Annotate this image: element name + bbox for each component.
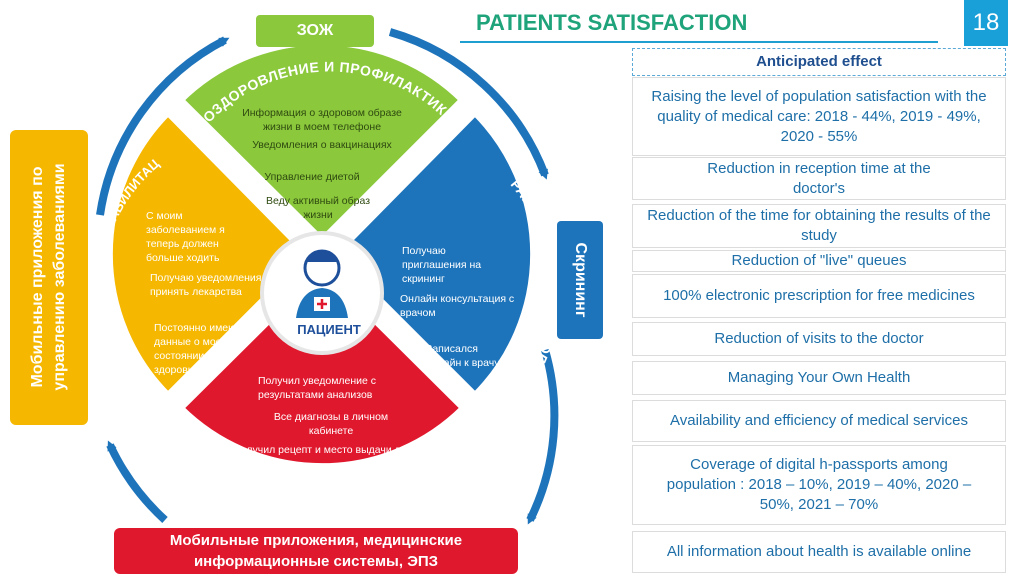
blue-item-2: Онлайн консультация с врачом <box>400 293 515 319</box>
zozh-box: ЗОЖ <box>256 15 374 47</box>
effect-item-8: Availability and efficiency of medical s… <box>632 400 1006 442</box>
effect-item-5: 100% electronic prescription for free me… <box>632 274 1006 318</box>
screening-label: Скрининг <box>572 242 589 318</box>
title-underline <box>460 41 938 43</box>
red-item-1: Получил уведомление с результатами анали… <box>258 375 377 401</box>
quadrant-red <box>176 263 468 470</box>
green-item-4: Веду активный образ жизни <box>265 195 371 221</box>
effect-item-4: Reduction of "live" queues <box>632 250 1006 272</box>
yellow-item-1: С моим заболеванием я теперь должен боль… <box>146 210 225 264</box>
yellow-item-2: Получаю уведомления принять лекарства <box>150 272 262 298</box>
effect-item-1: Raising the level of population satisfac… <box>632 77 1006 156</box>
left-apps-label: Мобильные приложения по управлению забол… <box>29 163 68 391</box>
blue-item-1: Получаю приглашения на скрининг <box>402 245 482 285</box>
green-item-3: Управление диетой <box>264 171 360 183</box>
red-item-2: Все диагнозы в личном кабинете <box>273 411 389 437</box>
cycle-arrow-top-right <box>388 28 549 180</box>
effects-heading: Anticipated effect <box>632 48 1006 76</box>
green-item-2: Уведомления о вакцинациях <box>252 139 392 151</box>
effect-item-3: Reduction of the time for obtaining the … <box>632 204 1006 248</box>
yellow-item-3: Постоянно имею данные о моем состоянии з… <box>154 322 237 376</box>
page-number: 18 <box>964 0 1008 46</box>
effect-item-2: Reduction in reception time at the docto… <box>632 157 1006 200</box>
page-title: PATIENTS SATISFACTION <box>476 10 748 35</box>
effect-item-7: Managing Your Own Health <box>632 361 1006 395</box>
green-item-1: Информация о здоровом образе жизни в мое… <box>242 107 402 133</box>
effect-item-10: All information about health is availabl… <box>632 531 1006 573</box>
cycle-arrow-top-left <box>96 36 230 216</box>
cycle-arrow-bottom-left <box>106 440 168 523</box>
bottom-systems-label: Мобильные приложения, медицинские информ… <box>169 532 463 570</box>
red-item-4: В личном кабинете найду рекомендации мое… <box>256 462 390 488</box>
screening-box <box>557 221 603 339</box>
effect-item-6: Reduction of visits to the doctor <box>632 322 1006 356</box>
center-label: ПАЦИЕНТ <box>297 322 361 337</box>
bottom-systems-box: Мобильные приложения, медицинские информ… <box>114 528 518 574</box>
red-item-3: Получил рецепт и место выдачи лекарств <box>233 444 439 456</box>
blue-item-3: Записался онлайн к врачу <box>426 343 500 369</box>
effect-item-9: Coverage of digital h-passports among po… <box>632 445 1006 525</box>
patient-icon <box>296 249 348 318</box>
quadrant-blue <box>330 108 537 400</box>
left-apps-box <box>10 130 88 425</box>
cycle-arrow-bottom-right <box>526 348 559 525</box>
quadrant-yellow <box>106 108 313 400</box>
